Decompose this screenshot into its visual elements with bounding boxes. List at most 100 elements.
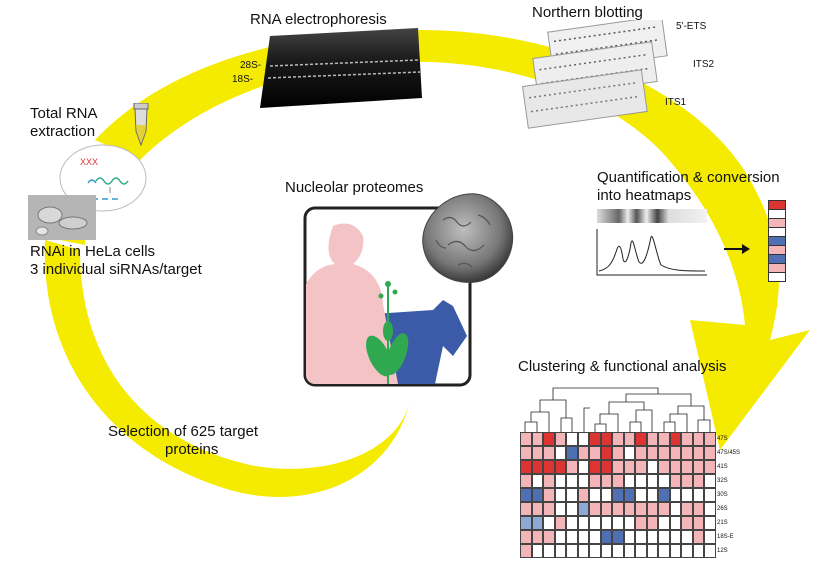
heatmap-row-label: 47S/45S xyxy=(717,450,741,456)
heatmap-row-label: 26S xyxy=(717,506,728,512)
heatmap-row-label: 18S-E xyxy=(717,534,734,540)
heatmap-cell xyxy=(704,530,716,544)
heatmap-cell xyxy=(704,544,716,558)
heatmap-cell xyxy=(704,502,716,516)
heatmap-cell xyxy=(623,516,635,530)
heatmap-cell xyxy=(543,502,555,516)
heatmap-cell xyxy=(646,516,658,530)
label-selection-2: proteins xyxy=(165,441,219,458)
heatmap-cell xyxy=(531,502,543,516)
heatmap-cell xyxy=(681,488,693,502)
heatmap-cell xyxy=(577,488,589,502)
gel-image xyxy=(260,28,422,108)
heatmap-cell xyxy=(635,446,647,460)
heatmap-cell xyxy=(531,530,543,544)
heatmap-cell xyxy=(692,530,704,544)
heatmap-cell xyxy=(681,446,693,460)
heatmap-cell xyxy=(531,516,543,530)
heatmap-cell xyxy=(635,488,647,502)
blot-label-its2: ITS2 xyxy=(693,59,715,70)
heatmap-cell xyxy=(600,488,612,502)
heatmap-cell xyxy=(612,474,624,488)
heatmap-cell xyxy=(554,460,566,474)
heatmap-cell xyxy=(658,502,670,516)
heatmap-cell xyxy=(681,474,693,488)
heatmap-cell xyxy=(704,474,716,488)
heatmap-cell xyxy=(623,474,635,488)
heatmap-cell xyxy=(669,488,681,502)
heatmap-row xyxy=(520,516,716,530)
heatmap-cell xyxy=(669,432,681,446)
heatmap-cell xyxy=(531,544,543,558)
heatmap-cell xyxy=(612,446,624,460)
gel-label-18s: 18S- xyxy=(232,74,254,85)
heatmap-row xyxy=(520,530,716,544)
heatmap-row xyxy=(520,432,716,446)
heatmap-cell xyxy=(692,446,704,460)
heatmap-cell xyxy=(566,460,578,474)
heatmap-cell xyxy=(577,530,589,544)
heatmap-row xyxy=(520,502,716,516)
heatmap-cell xyxy=(692,544,704,558)
heatmap-cell xyxy=(520,488,532,502)
heatmap-cell xyxy=(669,460,681,474)
heatmap-cell xyxy=(577,432,589,446)
heatmap-cell xyxy=(566,446,578,460)
heatmap-cell xyxy=(646,488,658,502)
heatmap-cell xyxy=(531,446,543,460)
heatmap-cell xyxy=(566,530,578,544)
heatmap-cell xyxy=(577,544,589,558)
heatmap-cell xyxy=(681,502,693,516)
heatmap-cell xyxy=(543,488,555,502)
heatmap-cell xyxy=(531,460,543,474)
label-proteomes: Nucleolar proteomes xyxy=(285,179,424,196)
hela-cells-image xyxy=(28,195,96,240)
heatmap-cell xyxy=(658,544,670,558)
heatmap-cell xyxy=(658,488,670,502)
heatmap-cell xyxy=(543,446,555,460)
heatmap-row-label: 30S xyxy=(717,492,728,498)
heatmap-cell xyxy=(543,516,555,530)
heatmap-cell xyxy=(520,460,532,474)
heatmap-cell xyxy=(520,530,532,544)
heatmap-row-label: 47S xyxy=(717,436,728,442)
heatmap-cell xyxy=(681,544,693,558)
heatmap-cell xyxy=(669,446,681,460)
quantification-profile xyxy=(596,209,707,276)
heatmap-cell xyxy=(589,432,601,446)
heatmap-cell xyxy=(566,474,578,488)
heatmap-cell xyxy=(669,530,681,544)
heatmap-cell xyxy=(658,432,670,446)
heatmap-cell xyxy=(566,432,578,446)
label-quant-1: Quantification & conversion xyxy=(597,169,780,186)
heatmap-cell xyxy=(612,488,624,502)
heatmap-cell xyxy=(635,544,647,558)
heatmap-cell xyxy=(692,502,704,516)
heatmap-cell xyxy=(612,516,624,530)
heatmap-cell xyxy=(600,432,612,446)
heatmap-cell xyxy=(600,502,612,516)
blot-label-its1: ITS1 xyxy=(665,97,687,108)
heatmap-cell xyxy=(658,446,670,460)
heatmap-cell xyxy=(635,502,647,516)
heatmap-cell xyxy=(612,544,624,558)
heatmap-cell xyxy=(577,460,589,474)
gel-label-28s: 28S- xyxy=(240,60,262,71)
heatmap-cell xyxy=(554,502,566,516)
heatmap-cell xyxy=(623,530,635,544)
heatmap-cell xyxy=(531,432,543,446)
heatmap-cell xyxy=(612,502,624,516)
heatmap-cell xyxy=(681,460,693,474)
heatmap-cell xyxy=(669,516,681,530)
heatmap-cell xyxy=(520,516,532,530)
heatmap-cell xyxy=(589,544,601,558)
heatmap-cell xyxy=(589,488,601,502)
heatmap-cell xyxy=(669,474,681,488)
heatmap-cell xyxy=(692,516,704,530)
heatmap-cell xyxy=(635,460,647,474)
clustering-heatmap xyxy=(520,432,716,558)
heatmap-cell xyxy=(704,516,716,530)
label-electrophoresis: RNA electrophoresis xyxy=(250,11,387,28)
heatmap-cell xyxy=(623,446,635,460)
heatmap-row xyxy=(520,460,716,474)
